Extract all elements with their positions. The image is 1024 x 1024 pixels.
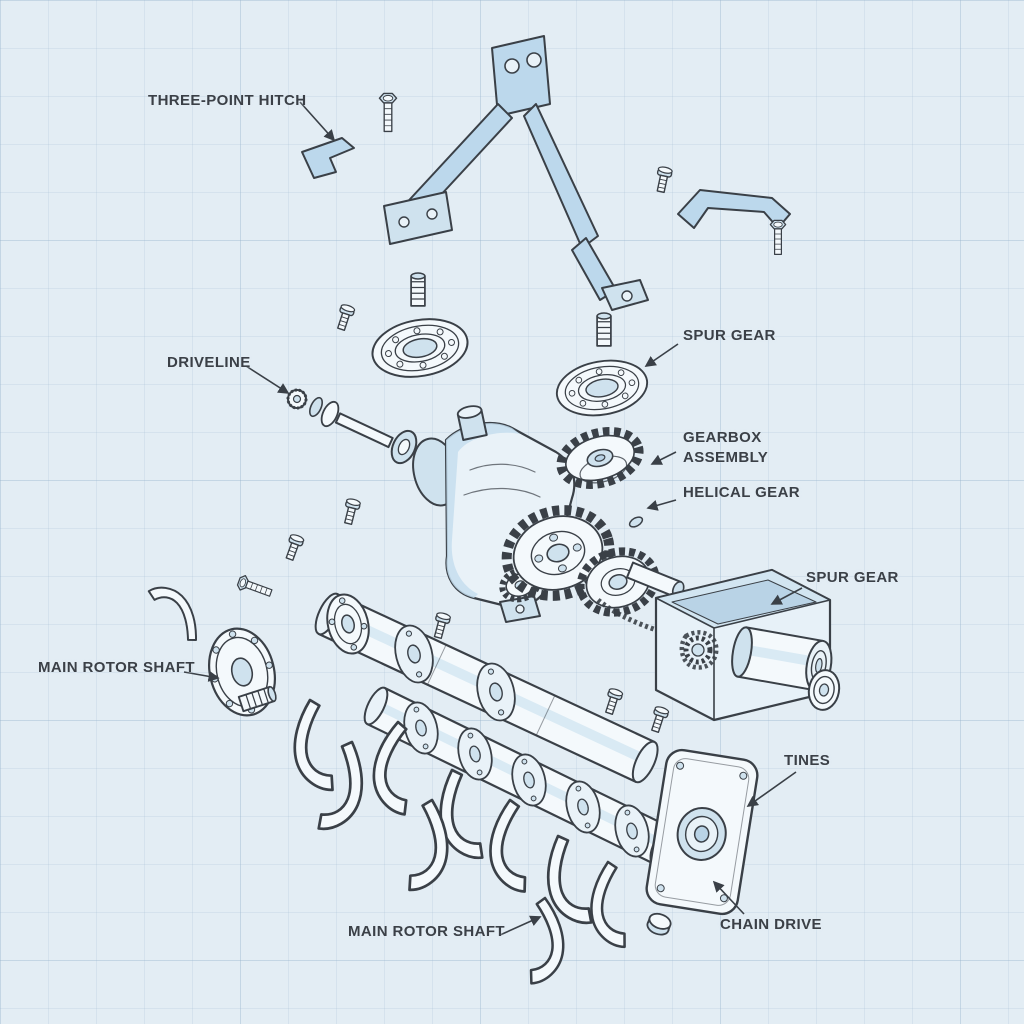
leader-spur-gear-lower bbox=[770, 587, 803, 605]
tine-blade-left-small bbox=[147, 579, 201, 650]
rotor-flange-mid bbox=[326, 593, 370, 655]
screw-hitch-right bbox=[653, 165, 674, 194]
leader-three-point-hitch bbox=[299, 101, 336, 142]
bolt-hitch-left bbox=[378, 92, 398, 133]
tine-plate-upper-a bbox=[394, 624, 434, 684]
stud-upper-left bbox=[410, 272, 426, 307]
label-driveline: DRIVELINE bbox=[167, 354, 251, 371]
tine-plate-2 bbox=[457, 727, 493, 781]
screw-b bbox=[340, 497, 362, 526]
bolt-left bbox=[235, 573, 275, 601]
label-main-rotor-shaft-bottom: MAIN ROTOR SHAFT bbox=[348, 923, 505, 940]
screw-a bbox=[333, 302, 357, 333]
leader-main-rotor-left bbox=[183, 670, 220, 682]
three-point-hitch-frame bbox=[383, 35, 649, 311]
leader-gearbox bbox=[650, 451, 677, 465]
screw-c bbox=[282, 532, 306, 563]
leader-tines bbox=[746, 771, 797, 807]
drum-end-cap bbox=[807, 669, 841, 711]
stud-upper-right bbox=[596, 312, 612, 347]
label-tines: TINES bbox=[784, 752, 831, 769]
bearing-upper bbox=[366, 311, 474, 385]
leader-chain-drive bbox=[712, 880, 745, 915]
label-main-rotor-shaft-left: MAIN ROTOR SHAFT bbox=[38, 659, 195, 676]
side-plate bbox=[645, 748, 759, 916]
small-cap bbox=[646, 912, 672, 936]
spur-gear-large bbox=[501, 505, 615, 601]
leader-helical-gear bbox=[646, 499, 677, 511]
screw-e bbox=[601, 686, 625, 717]
tine-plate-1 bbox=[403, 701, 439, 755]
bolt-hitch-right bbox=[769, 219, 787, 255]
screw-f bbox=[647, 704, 671, 735]
leader-main-rotor-bottom bbox=[499, 915, 542, 936]
chain-strand bbox=[596, 598, 677, 639]
leader-spur-gear-upper bbox=[644, 343, 679, 367]
leader-driveline bbox=[245, 365, 290, 394]
key-pin bbox=[628, 516, 644, 528]
label-three-point-hitch: THREE-POINT HITCH bbox=[148, 92, 307, 109]
chain-case bbox=[654, 568, 841, 722]
chain-loop bbox=[679, 630, 719, 670]
hitch-bracket-left bbox=[301, 137, 355, 179]
screw-d bbox=[430, 610, 452, 640]
bearing-lower bbox=[551, 352, 653, 424]
driveline-assembly bbox=[286, 388, 418, 465]
leader-lines bbox=[183, 101, 803, 936]
tine-blade-6 bbox=[476, 797, 554, 895]
tine-blade-8 bbox=[578, 859, 650, 950]
label-spur-gear-lower: SPUR GEAR bbox=[806, 569, 899, 586]
tine-plate-4 bbox=[565, 780, 601, 834]
tine-plate-3 bbox=[511, 753, 547, 807]
tine-plate-upper-b bbox=[476, 662, 516, 722]
label-gearbox-assembly: GEARBOX ASSEMBLY bbox=[683, 429, 769, 467]
helical-gear bbox=[556, 427, 644, 489]
label-helical-gear: HELICAL GEAR bbox=[683, 484, 801, 501]
label-spur-gear-upper: SPUR GEAR bbox=[683, 327, 776, 344]
tine-plate-5 bbox=[614, 804, 650, 858]
label-chain-drive: CHAIN DRIVE bbox=[720, 916, 822, 933]
